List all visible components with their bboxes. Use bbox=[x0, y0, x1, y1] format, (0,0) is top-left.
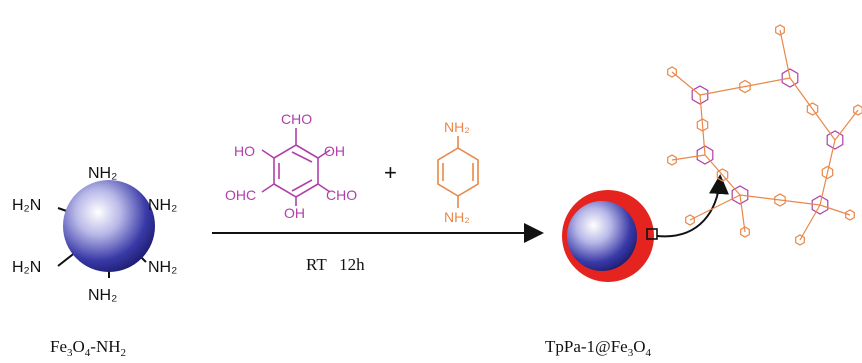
outer-bond-4 bbox=[739, 194, 746, 233]
outer-bond-7 bbox=[799, 204, 821, 241]
fe3o4-nh2-caption: Fe3O4-NH2 bbox=[50, 337, 126, 359]
tp-node-1 bbox=[781, 68, 799, 88]
outer-linker-5 bbox=[667, 154, 677, 166]
aldehyde-ring bbox=[261, 128, 331, 206]
outer-linker-1 bbox=[775, 24, 785, 36]
pa-bond-b-5 bbox=[699, 94, 704, 126]
pa-linker-1 bbox=[806, 102, 819, 116]
tppa-caption: TpPa-1@Fe3O4 bbox=[545, 337, 651, 359]
outer-linker-0 bbox=[667, 66, 677, 78]
nh2-top-amine-label: NH₂ bbox=[444, 119, 470, 135]
oh-right-label: OH bbox=[324, 143, 345, 159]
nh2-lower-right-label: NH₂ bbox=[148, 259, 177, 276]
nh2-top-label: NH₂ bbox=[88, 165, 117, 182]
product-core bbox=[567, 201, 637, 271]
outer-bond-5 bbox=[671, 154, 706, 161]
tp-node-2 bbox=[826, 130, 844, 150]
outer-linker-6 bbox=[685, 214, 695, 226]
amine-ring bbox=[437, 136, 479, 208]
cof-framework bbox=[667, 24, 862, 246]
ho-left-label: HO bbox=[234, 143, 255, 159]
outer-bond-0 bbox=[671, 71, 701, 96]
zoom-arrow bbox=[656, 174, 729, 238]
pa-bond-a-4 bbox=[722, 174, 741, 196]
pa-bond-b-4 bbox=[704, 154, 723, 176]
outer-linker-4 bbox=[740, 226, 750, 238]
plus-sign: + bbox=[384, 160, 397, 185]
tp-node-3 bbox=[811, 195, 829, 215]
tp-node-4 bbox=[731, 185, 749, 205]
outer-bond-6 bbox=[689, 194, 741, 221]
pa-bond-a-5 bbox=[701, 124, 706, 156]
outer-linker-7 bbox=[795, 234, 805, 246]
product-particle bbox=[562, 174, 729, 282]
outer-bond-2 bbox=[834, 109, 859, 141]
cho-top-label: CHO bbox=[281, 111, 312, 127]
reaction-condition: RT 12h bbox=[306, 255, 365, 274]
nh2-bottom-amine-label: NH₂ bbox=[444, 209, 470, 225]
pa-bond-b-0 bbox=[744, 77, 791, 88]
aldehyde-reagent: CHO HO OH OHC CHO OH bbox=[225, 111, 357, 221]
pa-bond-b-3 bbox=[739, 194, 781, 201]
zoom-box bbox=[646, 228, 658, 240]
cho-right-label: CHO bbox=[326, 187, 357, 203]
nh2-upper-left-label: H₂N bbox=[12, 197, 41, 214]
outer-linker-3 bbox=[845, 209, 855, 221]
outer-bond-1 bbox=[779, 29, 791, 79]
pa-bond-a-3 bbox=[779, 199, 821, 206]
pa-linker-5 bbox=[696, 118, 709, 132]
pa-linker-0 bbox=[739, 79, 751, 94]
nh2-upper-right-label: NH₂ bbox=[148, 197, 177, 214]
tp-node-0 bbox=[691, 85, 709, 105]
pa-bond-a-1 bbox=[789, 77, 813, 110]
outer-linker-2 bbox=[853, 104, 862, 116]
magnetic-core bbox=[63, 180, 155, 272]
nh2-bottom-label: NH₂ bbox=[88, 287, 117, 304]
amine-reagent: NH₂ NH₂ bbox=[437, 119, 479, 225]
amine-particle: NH₂ H₂N NH₂ H₂N NH₂ NH₂ Fe3O4-NH2 bbox=[12, 165, 177, 359]
pa-bond-b-1 bbox=[812, 108, 836, 141]
oh-bottom-label: OH bbox=[284, 205, 305, 221]
tp-node-5 bbox=[696, 145, 714, 165]
pa-bond-a-0 bbox=[699, 85, 746, 96]
nh2-lower-left-label: H₂N bbox=[12, 259, 41, 276]
outer-bond-3 bbox=[819, 204, 851, 216]
pa-linker-2 bbox=[821, 165, 834, 180]
ohc-left-label: OHC bbox=[225, 187, 256, 203]
pa-linker-4 bbox=[716, 168, 729, 182]
pa-linker-3 bbox=[774, 193, 786, 207]
